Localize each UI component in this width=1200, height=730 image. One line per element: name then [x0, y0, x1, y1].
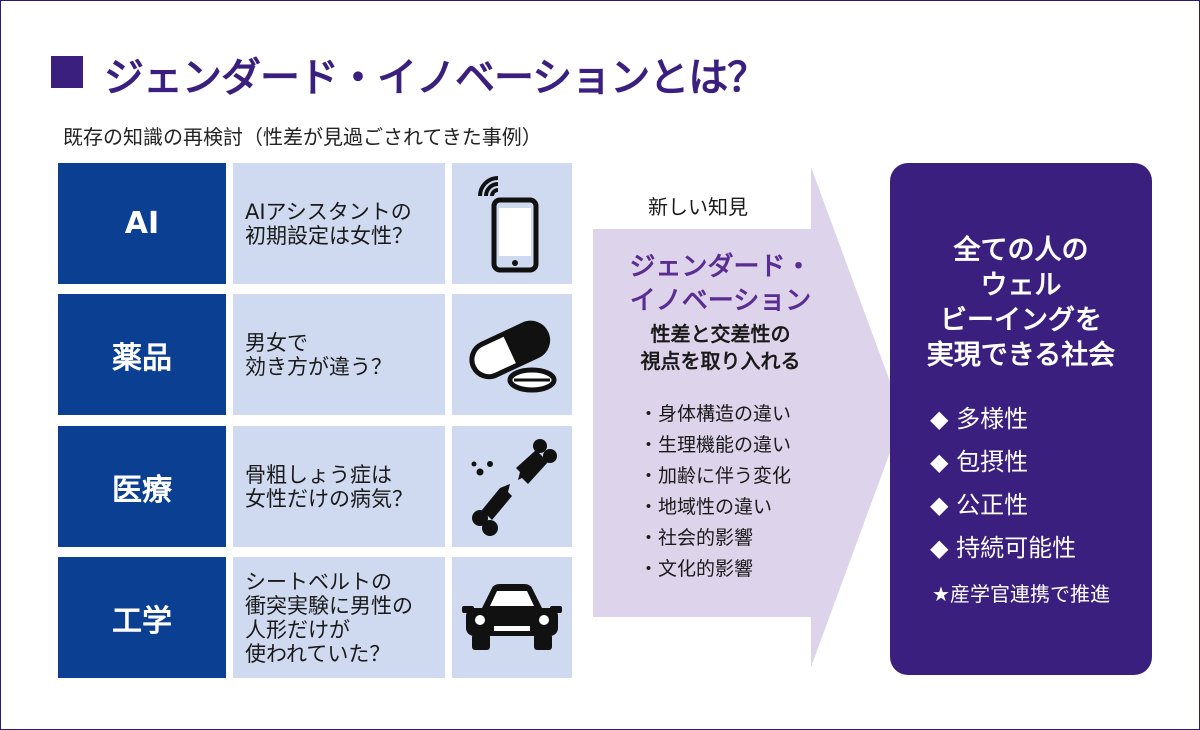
case-description-healthcare: 骨粗しょう症は 女性だけの病気？ [233, 426, 445, 547]
list-item: ◆ 多様性 [930, 405, 1029, 433]
pill-icon [469, 320, 557, 392]
list-item: ◆ 包摂性 [930, 448, 1029, 476]
description-line: 使われていた？ [245, 641, 391, 666]
collaboration-note: ★産学官連携で推進 [932, 582, 1110, 606]
category-engineering: 工学 [58, 557, 226, 678]
list-item: ・生理機能の違い [639, 434, 792, 456]
case-description-ai: AIアシスタントの 初期設定は女性？ [233, 163, 445, 284]
smartphone-icon [478, 175, 539, 272]
goal-title: 全ての人の ウェル ビーイングを 実現できる社会 [890, 233, 1152, 373]
description-line: 男女で [245, 330, 308, 355]
car-icon [462, 583, 562, 650]
goal-box: 全ての人の ウェル ビーイングを 実現できる社会 ◆ 多様性 ◆ 包摂性 ◆ 公… [890, 163, 1152, 675]
description-line: 効き方が違う？ [245, 354, 392, 379]
page-title: ジェンダード・イノベーションとは？ [104, 55, 767, 101]
description-line: シートベルトの [245, 569, 392, 594]
gi-title-line: イノベーション [629, 286, 812, 316]
icon-cell-medicine [452, 294, 572, 415]
category-healthcare: 医療 [58, 426, 226, 547]
gi-sub-line: 視点を取り入れる [640, 349, 801, 373]
broken-bone-icon [471, 439, 557, 536]
gi-title-line: ジェンダード・ [629, 252, 812, 282]
category-ai: AI [58, 163, 226, 284]
description-line: 女性だけの病気？ [245, 486, 413, 511]
icon-cell-ai [452, 163, 572, 284]
title-marker-square [51, 56, 83, 88]
goal-title-line: 全ての人の [953, 235, 1089, 266]
icon-cell-healthcare [452, 426, 572, 547]
perspective-list: ・身体構造の違い ・生理機能の違い ・加齢に伴う変化 ・地域性の違い ・社会的影… [639, 399, 791, 585]
description-line: 骨粗しょう症は [245, 462, 392, 487]
list-item: ◆ 公正性 [930, 491, 1029, 519]
goal-title-line: ウェル [980, 270, 1062, 301]
goal-title-line: 実現できる社会 [926, 340, 1116, 371]
list-item: ・社会的影響 [639, 527, 754, 549]
list-item: ・身体構造の違い [639, 403, 792, 425]
gendered-innovation-title: ジェンダード・ イノベーション [593, 250, 848, 318]
description-line: 人形だけが [245, 617, 350, 642]
description-line: 初期設定は女性？ [245, 223, 413, 248]
case-description-engineering: シートベルトの 衝突実験に男性の 人形だけが 使われていた？ [233, 557, 445, 678]
description-line: 衝突実験に男性の [245, 593, 413, 618]
flow-arrow [593, 167, 903, 667]
gi-sub-line: 性差と交差性の [650, 322, 791, 346]
list-item: ◆ 持続可能性 [930, 534, 1077, 562]
list-item: ・加齢に伴う変化 [639, 465, 792, 487]
list-item: ・地域性の違い [639, 496, 773, 518]
new-knowledge-label: 新しい知見 [648, 195, 748, 219]
icon-cell-engineering [452, 557, 572, 678]
description-line: AIアシスタントの [245, 199, 412, 224]
goal-title-line: ビーイングを [940, 305, 1102, 336]
value-list: ◆ 多様性 ◆ 包摂性 ◆ 公正性 ◆ 持続可能性 [930, 398, 1076, 570]
list-item: ・文化的影響 [639, 558, 754, 580]
page-subtitle: 既存の知識の再検討（性差が見過ごされてきた事例） [63, 125, 542, 149]
gendered-innovation-subtitle: 性差と交差性の 視点を取り入れる [593, 321, 848, 375]
category-medicine: 薬品 [58, 294, 226, 415]
case-description-medicine: 男女で 効き方が違う？ [233, 294, 445, 415]
